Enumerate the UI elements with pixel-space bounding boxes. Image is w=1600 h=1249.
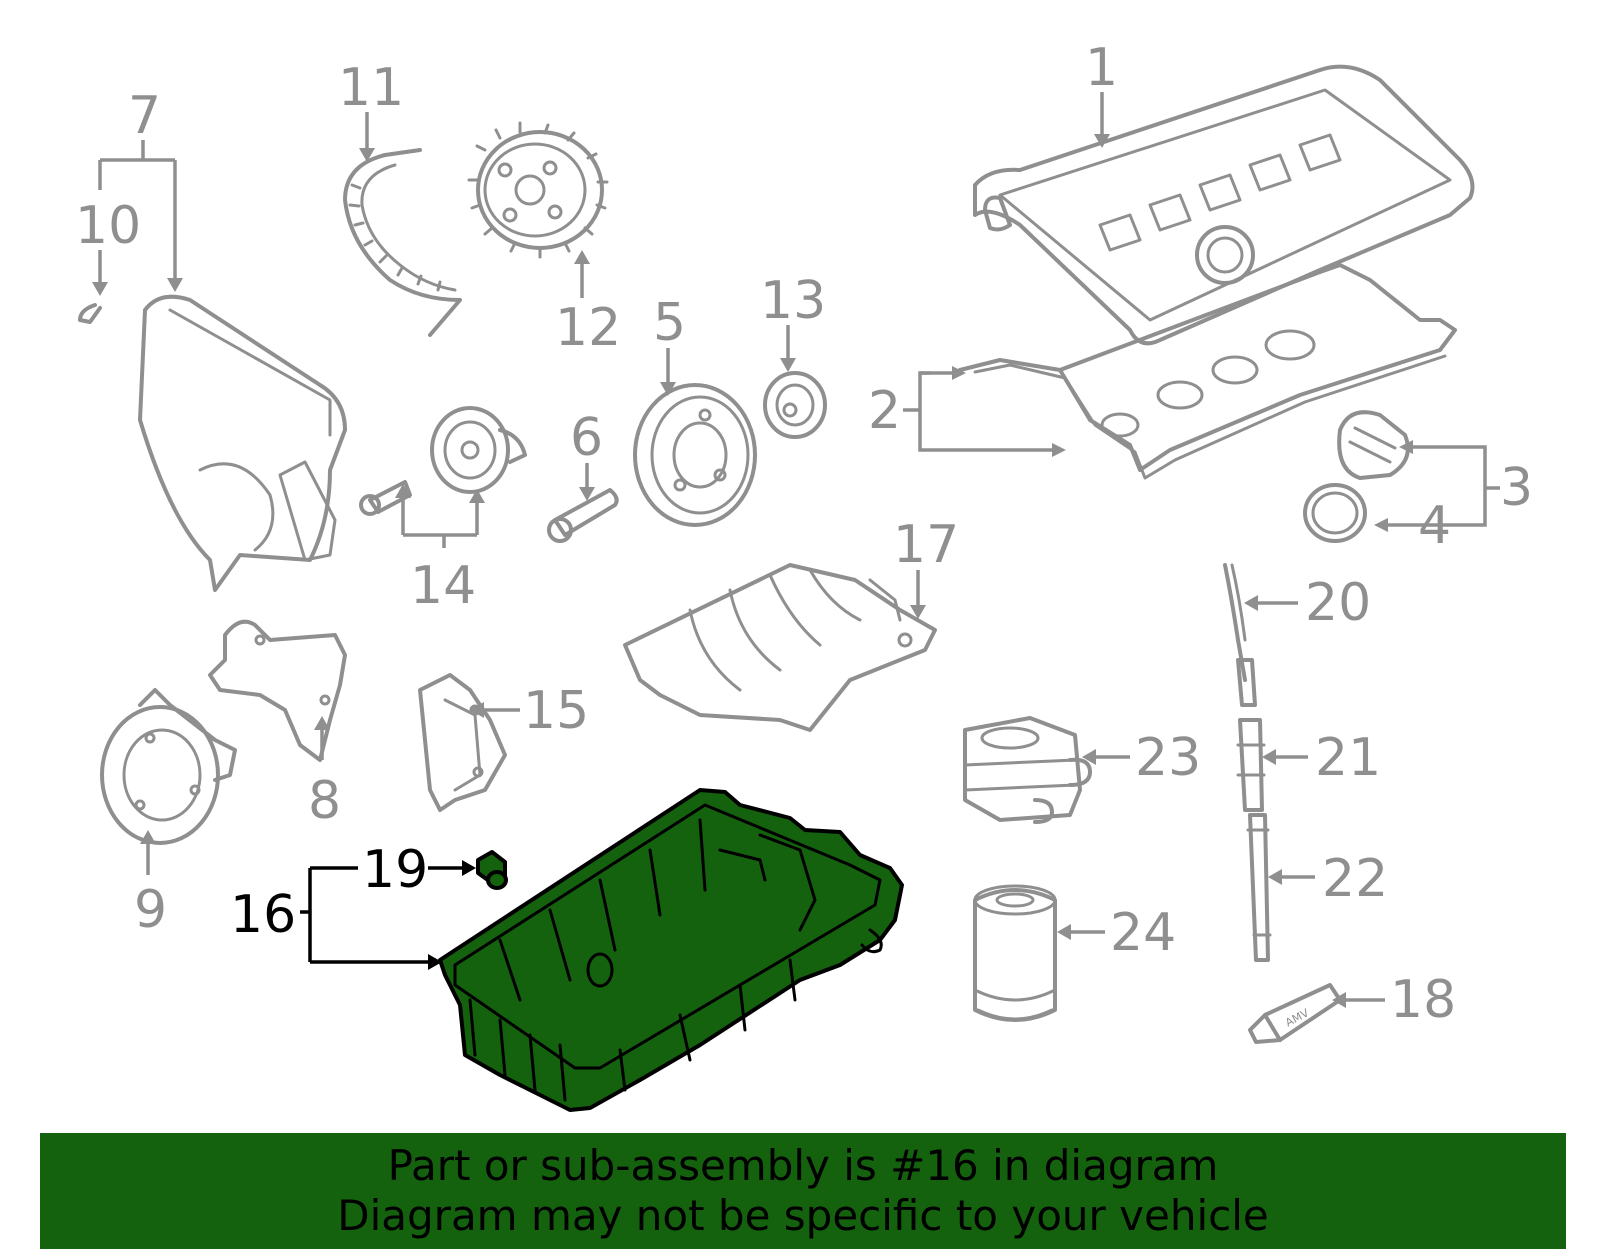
crankshaft-pulley-part xyxy=(633,383,757,527)
oil-filter-part xyxy=(973,884,1057,1022)
callout-5: 5 xyxy=(653,293,686,353)
banner-line-1: Part or sub-assembly is #16 in diagram xyxy=(387,1141,1219,1190)
tensioner-part xyxy=(359,406,527,516)
callout-19: 19 xyxy=(362,840,428,900)
callout-10: 10 xyxy=(75,196,141,256)
callout-14: 14 xyxy=(410,556,476,616)
info-banner: Part or sub-assembly is #16 in diagram D… xyxy=(40,1133,1566,1249)
tube-label: AMV xyxy=(1283,1006,1311,1029)
oil-cooler-part xyxy=(963,716,1092,824)
callout-13: 13 xyxy=(760,271,826,331)
callout-23: 23 xyxy=(1135,728,1201,788)
backing-plate-part xyxy=(100,688,237,845)
callout-11: 11 xyxy=(338,58,404,118)
callout-24: 24 xyxy=(1110,903,1176,963)
highlight-leader-lines xyxy=(300,860,476,970)
dipstick-part xyxy=(1223,563,1257,707)
crank-sprocket-part xyxy=(763,371,827,439)
callout-4: 4 xyxy=(1418,496,1451,556)
sealant-tube-part: AMV xyxy=(1248,983,1342,1044)
dipstick-tube-upper-part xyxy=(1236,718,1266,812)
dipstick-tube-lower-part xyxy=(1246,813,1272,962)
oil-filler-cap-part xyxy=(1337,410,1410,480)
bolt-part xyxy=(547,488,619,543)
drain-plug-part[interactable] xyxy=(476,850,508,890)
callout-2: 2 xyxy=(868,381,901,441)
callout-12: 12 xyxy=(555,298,621,358)
callout-17: 17 xyxy=(893,515,959,575)
callout-22: 22 xyxy=(1322,849,1388,909)
callout-numbers: 1 2 3 4 5 6 7 8 9 10 11 12 13 14 15 16 1… xyxy=(75,38,1533,1030)
callout-3: 3 xyxy=(1500,458,1533,518)
callout-1: 1 xyxy=(1085,38,1118,98)
callout-8: 8 xyxy=(308,771,341,831)
callout-21: 21 xyxy=(1315,728,1381,788)
timing-belt-part xyxy=(343,148,462,337)
clip-part xyxy=(78,303,102,324)
callout-6: 6 xyxy=(570,408,603,468)
leader-lines xyxy=(92,92,1500,1008)
rear-timing-cover-part xyxy=(208,619,347,762)
callout-9: 9 xyxy=(134,880,167,940)
banner-line-2: Diagram may not be specific to your vehi… xyxy=(337,1191,1269,1240)
callout-15: 15 xyxy=(523,681,589,741)
belt-guide-part xyxy=(418,673,507,812)
valve-cover-part xyxy=(973,64,1475,346)
camshaft-sprocket-part xyxy=(467,121,609,259)
oil-baffle-part xyxy=(623,563,937,732)
callout-18: 18 xyxy=(1390,970,1456,1030)
cap-seal-part xyxy=(1303,483,1367,543)
valve-cover-gasket-part xyxy=(958,263,1457,480)
timing-belt-cover-part xyxy=(138,294,347,592)
oil-pan-part[interactable] xyxy=(438,788,904,1112)
callout-20: 20 xyxy=(1305,573,1371,633)
callout-16: 16 xyxy=(230,885,296,945)
callout-7: 7 xyxy=(128,86,161,146)
